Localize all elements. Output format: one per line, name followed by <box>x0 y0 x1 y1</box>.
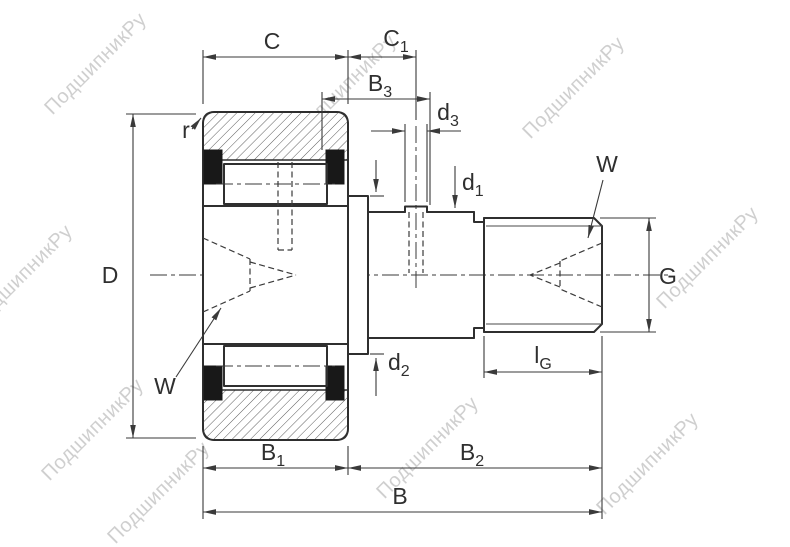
dim-lG: lG <box>483 336 603 519</box>
hex-socket-left <box>202 237 251 260</box>
outer-ring <box>202 111 349 441</box>
hex-socket-right <box>559 288 603 308</box>
ring-section-bottom <box>202 389 349 441</box>
dim-D: D <box>102 113 196 439</box>
label-B: B <box>392 483 407 509</box>
dim-d2: d2 <box>370 160 410 396</box>
watermark-text: ПодшипникРу <box>37 374 148 485</box>
seal-top-right <box>325 149 345 185</box>
label-B1: B1 <box>261 439 285 470</box>
hex-socket-left-cone <box>249 261 297 276</box>
needle-rollers <box>216 163 335 387</box>
seal-top-left <box>203 149 223 185</box>
label-d1: d1 <box>462 169 484 200</box>
label-G: G <box>659 263 677 289</box>
watermark-text: ПодшипникРу <box>518 32 629 143</box>
hidden-details <box>202 162 603 313</box>
watermark-text: ПодшипникРу <box>0 220 77 331</box>
dim-B3: B3 <box>321 70 431 205</box>
dim-B1: B1 <box>202 439 349 519</box>
hex-socket-left-cone <box>249 274 297 289</box>
stud-flange <box>347 195 369 355</box>
dim-W-left: W <box>154 307 222 399</box>
label-d3: d3 <box>437 99 459 130</box>
dim-r: r <box>182 117 202 143</box>
thread-outline <box>483 217 603 333</box>
seal-bottom-right <box>325 365 345 401</box>
groove-bottom <box>473 327 485 339</box>
dim-B: B <box>203 483 602 515</box>
watermark-text: ПодшипникРу <box>652 202 763 313</box>
dim-G: G <box>600 217 677 333</box>
dimension-layer: C C1 B3 d3 d1 W <box>102 25 677 519</box>
hex-socket-left <box>202 290 251 313</box>
groove-top <box>473 211 485 223</box>
dim-C: C <box>202 28 349 104</box>
hex-socket-right-cone <box>529 262 561 276</box>
watermark-text: ПодшипникРу <box>592 408 703 519</box>
label-lG: lG <box>534 342 552 373</box>
dim-W-top: W <box>587 151 618 239</box>
dim-d1: d1 <box>452 166 484 208</box>
ring-section-top <box>202 111 349 161</box>
watermark-text: ПодшипникРу <box>103 437 214 547</box>
lube-notch <box>404 205 428 213</box>
stud <box>202 195 603 355</box>
label-B2: B2 <box>460 439 484 470</box>
hex-socket-right <box>559 242 603 262</box>
label-B3: B3 <box>368 70 392 101</box>
label-W-left: W <box>154 373 176 399</box>
dim-B2: B2 <box>348 439 602 471</box>
dim-C1: C1 <box>348 25 417 120</box>
watermark-text: ПодшипникРу <box>40 8 151 119</box>
label-D: D <box>102 262 119 288</box>
label-W-top: W <box>596 151 618 177</box>
label-C: C <box>264 28 281 54</box>
seal-bottom-left <box>203 365 223 401</box>
dim-d3: d3 <box>371 99 461 202</box>
label-C1: C1 <box>383 25 409 56</box>
hex-socket-right-cone <box>529 274 561 288</box>
label-r: r <box>182 117 190 143</box>
label-d2: d2 <box>388 349 410 380</box>
